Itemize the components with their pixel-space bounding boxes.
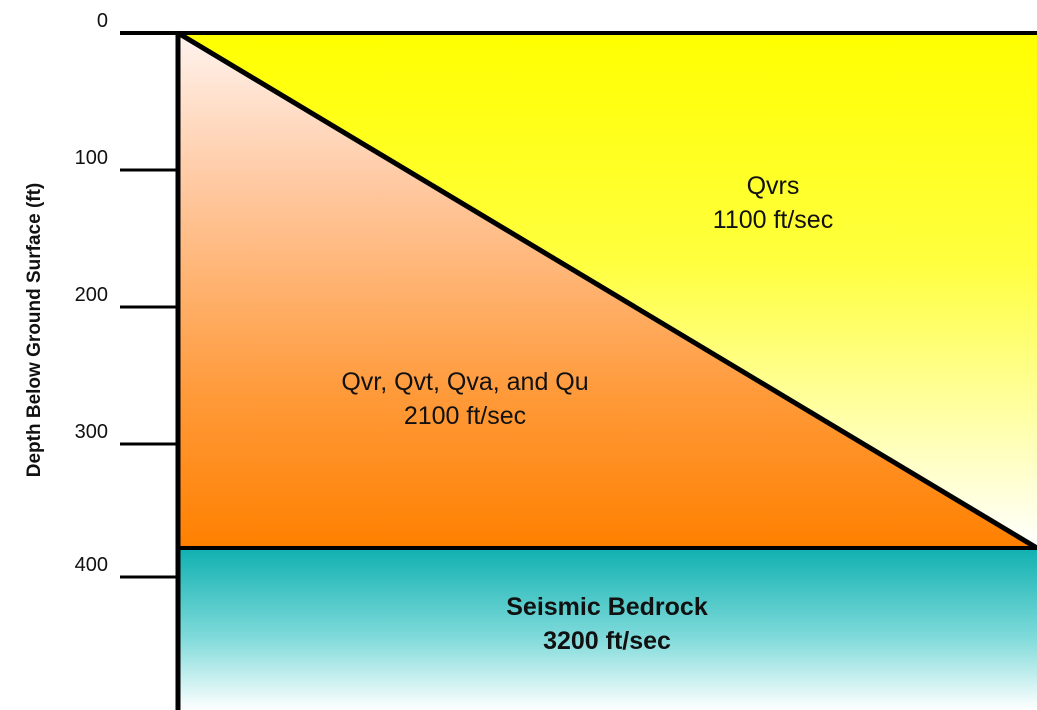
layer-name-seismic-bedrock: Seismic Bedrock — [506, 593, 708, 621]
tick-label: 200 — [75, 284, 108, 306]
tick-label: 0 — [97, 10, 108, 32]
diagonal-boundary-line — [176, 30, 1037, 551]
y-axis-title: Depth Below Ground Surface (ft) — [24, 183, 45, 478]
tick-label: 300 — [75, 421, 108, 443]
tick-label: 400 — [75, 554, 108, 576]
tick-label: 100 — [75, 147, 108, 169]
layer-velocity-seismic-bedrock: 3200 ft/sec — [543, 627, 671, 655]
layer-name-qvr-qvt-qva-qu: Qvr, Qvt, Qva, and Qu — [341, 368, 588, 396]
layer-seismic-bedrock — [178, 548, 1037, 710]
layer-velocity-qvrs: 1100 ft/sec — [713, 206, 833, 234]
layer-velocity-qvr-qvt-qva-qu: 2100 ft/sec — [404, 402, 526, 430]
layer-name-qvrs: Qvrs — [747, 172, 800, 200]
